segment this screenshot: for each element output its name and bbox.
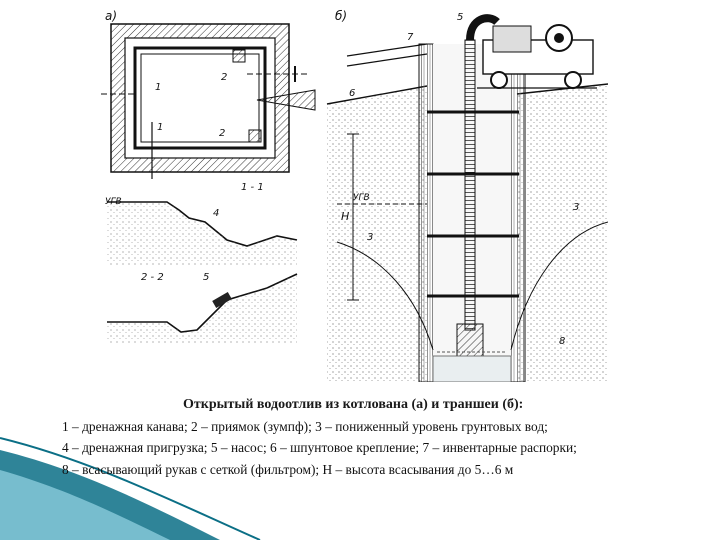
- decor-wave-light: [0, 470, 170, 540]
- callout-5: 5: [457, 12, 463, 23]
- height-label: Н: [341, 210, 349, 223]
- ground-left: [326, 85, 428, 105]
- rail-left: [346, 43, 428, 57]
- rail-left-2: [346, 53, 428, 67]
- callout-8: 8: [559, 336, 565, 347]
- callout-5-small: 5: [203, 272, 209, 283]
- suction-hose: [464, 39, 476, 331]
- legend-line-2: 4 – дренажная пригрузка; 5 – насос; 6 – …: [62, 440, 577, 455]
- callout-3-left: 3: [367, 232, 373, 243]
- callout-3-right: 3: [573, 202, 579, 213]
- callout-7: 7: [407, 32, 414, 43]
- decor-wave-line: [0, 437, 261, 540]
- sump-top: [232, 49, 246, 63]
- section-1-1-soil: [107, 202, 297, 266]
- section-1-1: УГВ 1 - 1 4: [105, 182, 298, 266]
- cart-wheel-left: [490, 71, 508, 89]
- dewatering-figure: а) 1 2 1 2: [97, 4, 609, 383]
- sump-bottom: [248, 129, 262, 143]
- figure-drawing: а) 1 2 1 2: [101, 9, 609, 383]
- legend-line-3: 8 – всасывающий рукав с сеткой (фильтром…: [62, 462, 514, 477]
- pump-motor-hub: [554, 33, 564, 43]
- section-label-11: 1 - 1: [241, 182, 264, 193]
- section-2-2: 2 - 2 5: [107, 272, 298, 344]
- section-2-2-soil: [107, 274, 297, 344]
- hose-bend: [466, 14, 500, 41]
- ugv-label-right: УГВ: [353, 193, 370, 203]
- drainage-ditch-ring: [133, 46, 267, 150]
- pump-unit: [477, 24, 597, 89]
- pump-housing: [492, 25, 532, 53]
- soil-right: [517, 84, 608, 382]
- callout-1: 1: [155, 82, 161, 93]
- pit-bottom: [140, 53, 260, 143]
- section-label-22: 2 - 2: [141, 272, 164, 283]
- soil-left: [327, 86, 427, 382]
- trench-water: [432, 355, 512, 383]
- sheet-piling-right: [510, 43, 526, 383]
- lowered-gwl-left: [336, 241, 434, 351]
- panel-label-a: а): [105, 9, 117, 23]
- cart-wheel-right: [564, 71, 582, 89]
- decor-wave: [0, 437, 261, 540]
- plan-view: а) 1 2 1 2: [101, 9, 316, 179]
- trench-view: б): [326, 9, 609, 383]
- callout-1b: 1: [157, 122, 163, 133]
- callout-4: 4: [213, 208, 219, 219]
- legend-line-1: 1 – дренажная канава; 2 – приямок (зумпф…: [62, 419, 548, 434]
- sump-pump-small: [212, 292, 232, 308]
- ground-right: [516, 83, 609, 95]
- panel-label-b: б): [335, 9, 347, 23]
- discharge-outlet: [256, 89, 316, 111]
- lowered-gwl-right: [510, 221, 609, 351]
- callout-2: 2: [221, 72, 227, 83]
- caption-title: Открытый водоотлив из котлована (а) и тр…: [183, 397, 524, 412]
- callout-6: 6: [349, 88, 355, 99]
- callout-2b: 2: [219, 128, 225, 139]
